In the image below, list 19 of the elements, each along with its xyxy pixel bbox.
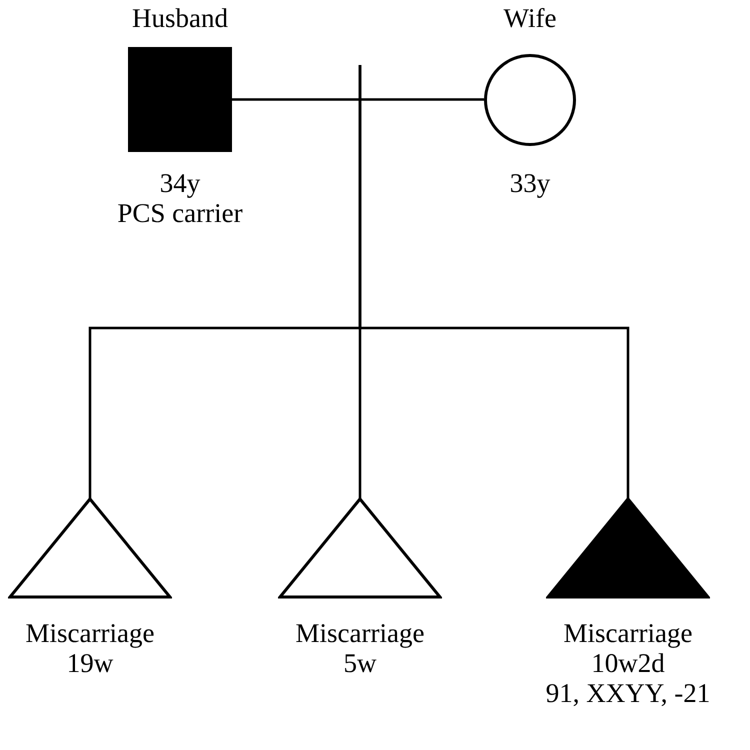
person-note: PCS carrier	[117, 198, 243, 228]
triangle-symbol	[8, 497, 172, 599]
person-label: Wife	[504, 3, 556, 33]
pedigree-line	[232, 98, 484, 101]
circle-symbol	[484, 54, 576, 146]
person-note: 34y	[160, 168, 200, 198]
person-note: Miscarriage	[564, 618, 692, 648]
person-note: Miscarriage	[296, 618, 424, 648]
triangle-symbol	[546, 497, 710, 599]
person-note: 33y	[510, 168, 550, 198]
box-symbol	[128, 47, 232, 152]
person-label: Husband	[132, 3, 228, 33]
person-note: 10w2d	[591, 648, 665, 678]
pedigree-line	[358, 65, 630, 499]
person-note: 5w	[344, 648, 376, 678]
person-note: Miscarriage	[26, 618, 154, 648]
person-note: 91, XXYY, -21	[546, 678, 710, 708]
person-note: 19w	[66, 648, 114, 678]
triangle-symbol	[278, 497, 442, 599]
